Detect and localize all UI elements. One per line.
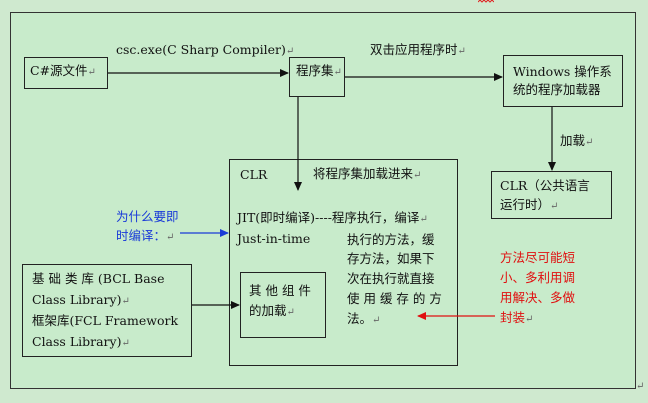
other-components-box — [240, 272, 326, 338]
compiler-label: csc.exe(C Sharp Compiler)↵ — [116, 42, 295, 57]
just-in-time-label: Just-in-time — [237, 231, 311, 246]
jit-desc-line5: 法。↵ — [347, 311, 381, 326]
tip-line3: 用解决、多做 — [500, 290, 576, 305]
clr-load-assembly-label: 将程序集加载进来↵ — [313, 166, 422, 181]
fcl-line2: Class Library)↵ — [32, 334, 130, 349]
csharp-source-label: C#源文件↵ — [30, 63, 96, 78]
clr-title: CLR — [240, 167, 268, 182]
tip-line2: 小、多利用调 — [500, 270, 576, 285]
assembly-label: 程序集↵ — [296, 63, 342, 78]
fcl-line1: 框架库(FCL Framework — [32, 313, 179, 328]
page-end-mark: ↵ — [636, 381, 645, 392]
tip-line1: 方法尽可能短 — [500, 250, 576, 265]
bcl-line1: 基 础 类 库 (BCL Base — [32, 271, 165, 286]
clr-runtime-line2: 运行时）↵ — [500, 197, 559, 212]
windows-loader-line2: 统的程序加载器 — [513, 82, 601, 97]
other-components-line1: 其 他 组 件 — [249, 283, 311, 298]
jit-desc-line1: 执行的方法，缓 — [347, 232, 435, 247]
why-jit-line2: 时编译：↵ — [116, 228, 175, 243]
why-jit-line1: 为什么要即 — [116, 209, 179, 224]
assembly-box — [289, 57, 345, 97]
clr-runtime-box — [491, 171, 612, 219]
jit-desc-line3: 次在执行就直接 — [347, 271, 435, 286]
load-label: 加载↵ — [560, 133, 594, 148]
jit-line: JIT(即时编译)----程序执行，编译↵ — [237, 210, 428, 225]
spelling-squiggle — [478, 0, 494, 3]
jit-desc-line2: 存方法，如果下 — [347, 251, 435, 266]
tip-line4: 封装↵ — [500, 310, 534, 325]
windows-loader-box — [503, 55, 623, 107]
jit-desc-line4: 使 用 缓 存 的 方 — [347, 291, 442, 306]
csharp-source-box — [24, 57, 108, 89]
bcl-line2: Class Library)↵ — [32, 292, 130, 307]
other-components-line2: 的加载↵ — [249, 303, 295, 318]
bcl-fcl-box — [22, 264, 192, 357]
double-click-label: 双击应用程序时↵ — [370, 42, 466, 57]
windows-loader-line1: Windows 操作系 — [513, 64, 612, 79]
clr-runtime-line1: CLR（公共语言 — [500, 178, 590, 193]
